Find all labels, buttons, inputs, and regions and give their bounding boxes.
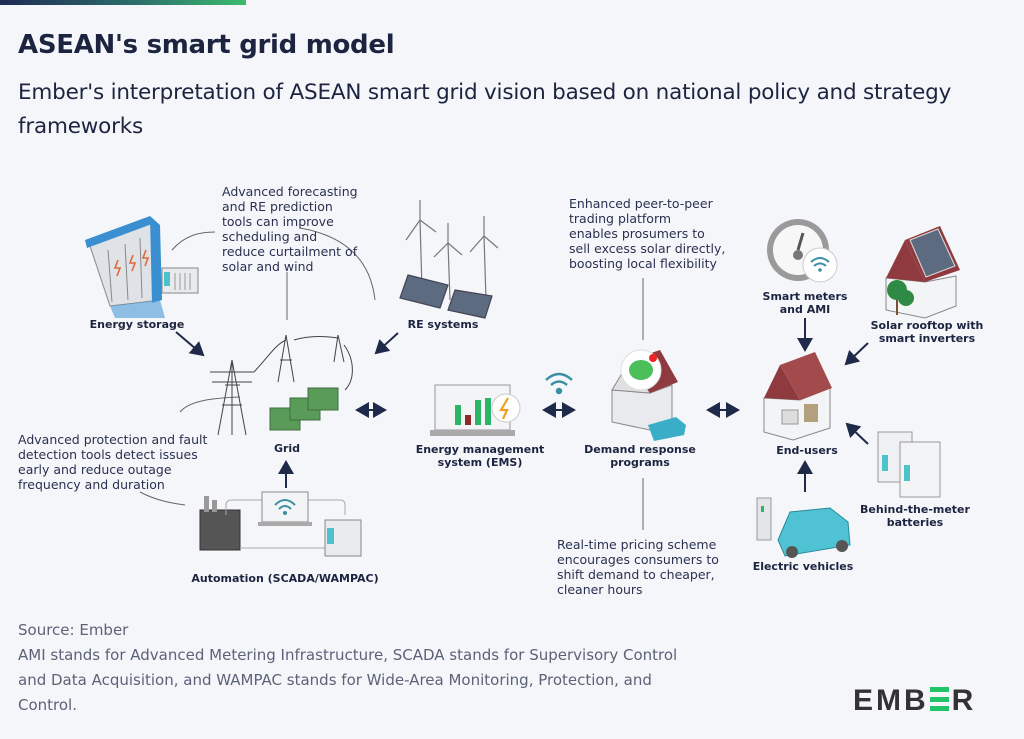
label-line: system (EMS)	[437, 456, 523, 469]
annotation-line: Advanced forecasting	[222, 184, 358, 199]
annotation-p2p: Enhanced peer-to-peer trading platform e…	[569, 196, 725, 271]
label-demand-response: Demand response programs	[575, 443, 705, 469]
transmission-towers-icon	[210, 334, 353, 436]
label-end-users: End-users	[776, 444, 838, 457]
annotation-line: cleaner hours	[557, 582, 643, 597]
annotation-line: Enhanced peer-to-peer	[569, 196, 713, 211]
annotation-line: detection tools detect issues	[18, 447, 198, 462]
label-automation: Automation (SCADA/WAMPAC)	[191, 572, 379, 585]
end-users-house-icon	[763, 352, 832, 441]
arrow-re-to-grid	[374, 332, 399, 355]
annotation-line: Advanced protection and fault	[18, 432, 208, 447]
annotation-line: early and reduce outage	[18, 462, 172, 477]
top-accent-bar	[0, 0, 246, 5]
automation-icon	[199, 491, 362, 557]
flow-arrows	[175, 318, 869, 492]
label-line: Behind-the-meter	[860, 503, 970, 516]
arrow-batteries-to-endusers	[845, 422, 869, 445]
logo-green-e-icon	[929, 687, 949, 711]
label-energy-storage: Energy storage	[89, 318, 185, 331]
annotation-line: and RE prediction	[222, 199, 333, 214]
label-grid: Grid	[273, 442, 301, 455]
footnote-line: AMI stands for Advanced Metering Infrast…	[18, 646, 678, 664]
behind-the-meter-batteries-icon	[877, 431, 941, 498]
grid-batteries-icon	[269, 387, 339, 431]
label-line: batteries	[886, 516, 944, 529]
smart-meter-icon	[767, 219, 838, 283]
annotation-line: shift demand to cheaper,	[557, 567, 715, 582]
page-title: ASEAN's smart grid model	[18, 30, 395, 60]
ember-logo: EMB R	[853, 684, 976, 718]
page-subtitle: Ember's interpretation of ASEAN smart gr…	[18, 80, 952, 139]
annotation-pricing: Real-time pricing scheme encourages cons…	[557, 537, 719, 597]
label-smart-meters: Smart meters and AMI	[750, 290, 860, 316]
annotation-line: frequency and duration	[18, 477, 165, 492]
annotation-protection: Advanced protection and fault detection …	[18, 432, 207, 492]
label-solar-rooftop: Solar rooftop with smart inverters	[862, 319, 992, 345]
label-re-systems: RE systems	[407, 318, 479, 331]
label-line: programs	[610, 456, 670, 469]
label-electric-vehicles: Electric vehicles	[752, 560, 854, 573]
energy-storage-icon	[85, 216, 199, 318]
label-line: smart inverters	[878, 332, 976, 345]
annotation-line: Real-time pricing scheme	[557, 537, 717, 552]
annotation-line: boosting local flexibility	[569, 256, 717, 271]
label-line: Demand response	[584, 443, 696, 456]
solar-rooftop-icon	[885, 226, 960, 319]
footnote-line: Control.	[18, 696, 77, 714]
demand-response-icon	[611, 349, 686, 441]
footnote: AMI stands for Advanced Metering Infrast…	[18, 643, 818, 718]
logo-text-right: R	[951, 684, 977, 717]
label-line: Smart meters	[762, 290, 848, 303]
label-btm-batteries: Behind-the-meter batteries	[855, 503, 975, 529]
label-line: Energy management	[415, 443, 545, 456]
wifi-icon	[545, 372, 573, 395]
annotation-line: reduce curtailment of	[222, 244, 358, 259]
annotation-line: tools can improve	[222, 214, 334, 229]
annotation-line: encourages consumers to	[557, 552, 719, 567]
ems-icon	[430, 384, 521, 436]
annotation-line: solar and wind	[222, 259, 314, 274]
annotation-line: enables prosumers to	[569, 226, 705, 241]
source-text: Source: Ember	[18, 621, 129, 639]
annotation-forecasting: Advanced forecasting and RE prediction t…	[222, 184, 358, 274]
electric-vehicle-icon	[756, 497, 851, 558]
annotation-line: sell excess solar directly,	[569, 241, 726, 256]
annotation-leader-lines	[139, 227, 644, 530]
annotation-line: trading platform	[569, 211, 672, 226]
label-line: Solar rooftop with	[870, 319, 984, 332]
logo-text-left: EMB	[853, 684, 929, 717]
annotation-line: scheduling and	[222, 229, 318, 244]
footnote-line: and Data Acquisition, and WAMPAC stands …	[18, 671, 652, 689]
arrow-storage-to-grid	[175, 331, 205, 357]
label-line: and AMI	[779, 303, 831, 316]
label-ems: Energy management system (EMS)	[405, 443, 555, 469]
arrow-solar-to-endusers	[844, 342, 869, 366]
re-systems-icon	[399, 200, 499, 319]
